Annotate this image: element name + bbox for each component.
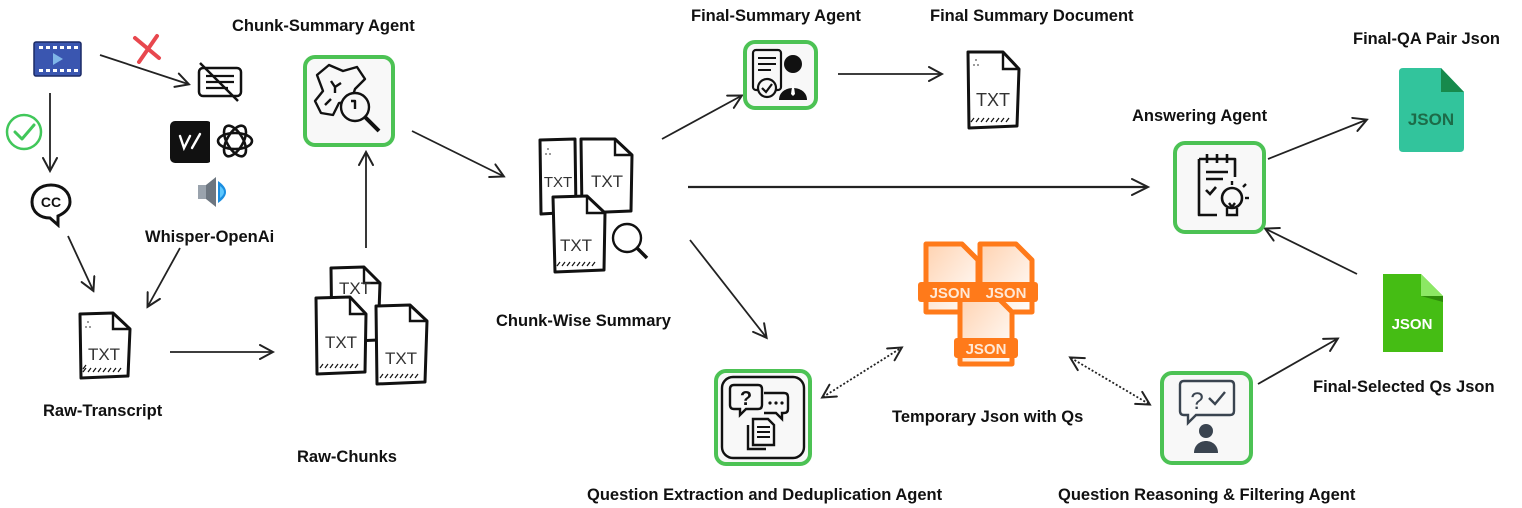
doc-type-text: JSON [1392,316,1433,333]
temporary-json-icon: JSON JSON JSON [918,241,1038,367]
answering-agent-label: Answering Agent [1132,107,1268,125]
raw-transcript-label: Raw-Transcript [43,402,163,420]
raw-chunks-label: Raw-Chunks [297,448,397,466]
final-qa-pair-json-icon: JSON [1399,68,1464,152]
doc-type-text: JSON [1408,110,1454,129]
final-qa-pair-json-label: Final-QA Pair Json [1353,30,1501,48]
svg-text:CC: CC [41,194,61,210]
arrow-whisper-to-transcript [148,247,181,306]
question-reasoning-agent-node[interactable]: ? [1160,371,1253,465]
doc-type-text: TXT [88,345,120,364]
svg-text:?: ? [1190,388,1203,415]
clipboard-idea-icon [1197,154,1249,217]
arrow-chunk-wise-to-question-extraction-agent [689,239,766,337]
speaker-icon [198,177,226,207]
question-extraction-agent-node[interactable]: ? [714,369,812,466]
temporary-json-label: Temporary Json with Qs [892,408,1084,426]
svg-text:?: ? [740,388,752,410]
chunk-wise-summary-label: Chunk-Wise Summary [496,312,671,330]
final-summary-document-txt-icon: TXT [966,50,1021,130]
doc-type-text: TXT [591,172,623,191]
question-extraction-agent-label: Question Extraction and Deduplication Ag… [587,486,943,504]
raw-chunks-txt-icons: TXT TXT TXT [314,265,429,386]
final-selected-qs-json-label: Final-Selected Qs Json [1313,378,1495,396]
doc-type-text: TXT [976,90,1010,110]
arrow-question-reasoning-to-final-selected [1257,339,1337,385]
puzzle-search-icon [313,63,381,133]
doc-type-text: TXT [385,349,417,368]
arrow-video-to-no-subtitles [99,54,188,84]
no-subtitles-icon [197,62,243,102]
arrow-answering-agent-to-final-qa [1267,120,1366,160]
whisper-openai-label: Whisper-OpenAi [145,228,275,246]
final-summary-agent-label: Final-Summary Agent [691,7,861,25]
question-reasoning-agent-label: Question Reasoning & Filtering Agent [1058,486,1356,504]
red-x-icon [133,34,161,64]
doc-type-text: JSON [966,341,1007,358]
doc-type-text: TXT [544,174,572,191]
closed-captions-icon: CC [30,183,72,228]
doc-type-text: JSON [986,285,1027,302]
question-chat-docs-icon: ? [720,375,806,460]
chunk-summary-agent-node[interactable] [303,55,395,147]
doc-type-text: TXT [560,236,592,255]
final-summary-agent-node[interactable] [743,40,818,110]
chunk-wise-summary-icon: TXT TXT TXT [538,137,649,274]
openai-logo-icon [216,124,254,158]
arrow-question-extraction-temp-json [823,348,901,397]
arrow-chunk-summary-agent-to-chunk-wise-summary [411,130,503,176]
doc-type-text: JSON [930,285,971,302]
answering-agent-node[interactable] [1173,141,1266,234]
final-summary-document-label: Final Summary Document [930,7,1134,25]
arrow-temp-json-question-reasoning [1071,358,1149,404]
whisper-logo-icon [170,121,210,163]
final-selected-qs-json-icon: JSON [1383,274,1443,352]
document-approval-person-icon [751,48,807,100]
raw-transcript-txt-icon: TXT [78,311,132,380]
chunk-summary-agent-label: Chunk-Summary Agent [232,17,415,35]
arrow-chunk-wise-to-final-summary-agent [661,96,741,140]
video-file-icon [33,41,82,77]
doc-type-text: TXT [325,333,357,352]
doc-type-text: TXT [339,279,371,298]
arrow-captions-to-transcript [67,235,93,290]
question-check-person-icon: ? [1178,379,1236,453]
arrow-final-selected-to-answering-agent [1266,229,1358,275]
green-check-icon [5,113,43,151]
